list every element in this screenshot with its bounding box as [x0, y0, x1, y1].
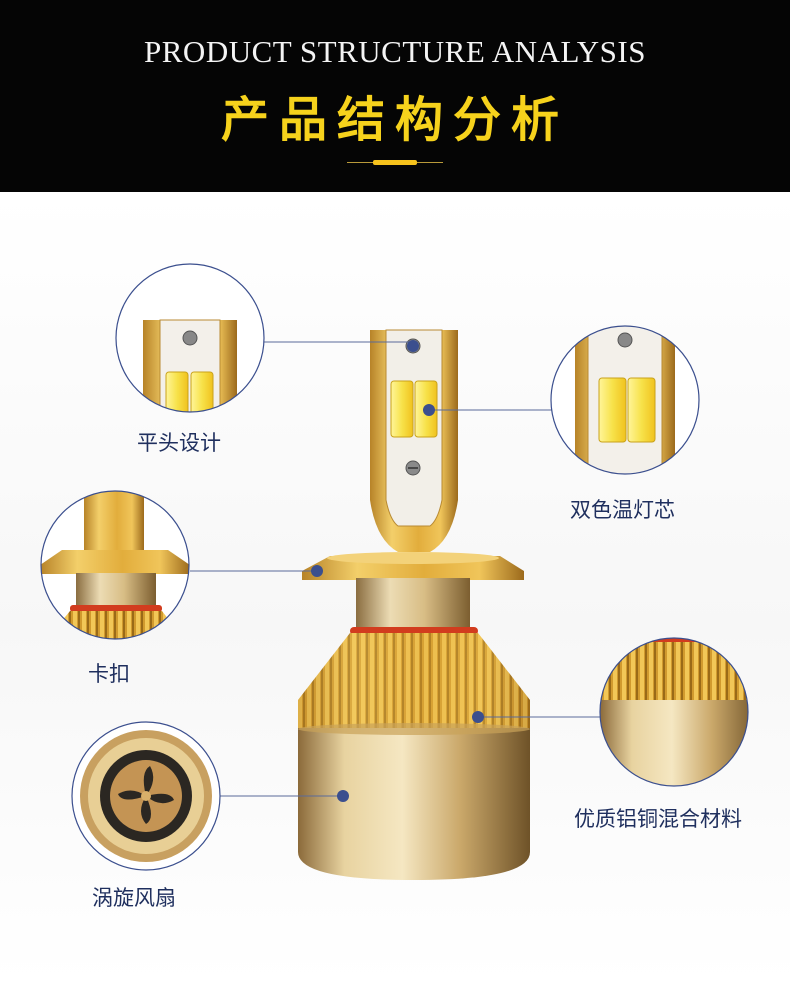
title-chinese: 产品结构分析 — [220, 92, 569, 148]
led-bulb — [298, 329, 530, 880]
callout-markers — [311, 340, 484, 802]
label-turbo-fan: 涡旋风扇 — [92, 886, 176, 910]
marker-flat-head — [407, 340, 419, 352]
title-divider-accent — [373, 160, 417, 165]
zoom-clip — [40, 490, 190, 640]
zoom-chip — [550, 325, 700, 475]
marker-chip — [423, 404, 435, 416]
callout-lines — [190, 341, 600, 797]
zoom-flat-head — [115, 263, 265, 413]
label-material: 优质铝铜混合材料 — [574, 807, 742, 831]
title-english: PRODUCT STRUCTURE ANALYSIS — [144, 34, 646, 69]
marker-material — [472, 711, 484, 723]
header-banner: PRODUCT STRUCTURE ANALYSIS 产品结构分析 — [0, 0, 790, 192]
marker-clip — [311, 565, 323, 577]
fan-icon — [118, 766, 174, 824]
label-dual-color-chip: 双色温灯芯 — [570, 498, 675, 522]
label-flat-head: 平头设计 — [137, 431, 221, 455]
zoom-fan — [71, 721, 221, 871]
marker-fan — [337, 790, 349, 802]
label-clip: 卡扣 — [88, 662, 130, 686]
zoom-material — [599, 637, 749, 787]
